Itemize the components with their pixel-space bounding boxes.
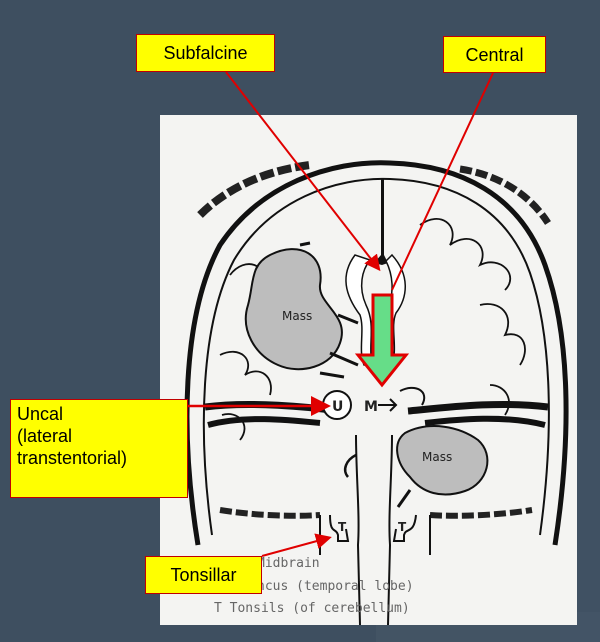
legend-midbrain: Midbrain [257,556,320,571]
legend-tonsils: T Tonsils (of cerebellum) [214,601,410,616]
falx [374,179,388,265]
lower-mass-label: Mass [422,450,452,464]
marker-t-right: T [398,520,407,534]
central-label: Central [443,36,546,73]
uncal-label: Uncal (lateral transtentorial) [10,399,188,498]
herniation-figure: Mass U M Mass T T [160,115,577,625]
tentorium-right [407,400,549,415]
brain-coronal-drawing: Mass U M Mass T T [184,160,569,625]
skull-outline [184,160,569,546]
tonsillar-label: Tonsillar [145,556,262,594]
uncal-label-line1: Uncal [17,404,64,424]
subfalcine-label: Subfalcine [136,34,275,72]
central-arrow [354,293,410,388]
tonsil-right [392,514,417,542]
skull-inner [202,177,550,536]
marker-u: U [332,399,343,415]
legend-uncus: ncus (temporal lobe) [257,579,414,594]
uncal-label-line2: (lateral [17,426,73,446]
tonsil-left [329,514,350,542]
marker-m: M [364,399,378,415]
upper-mass-label: Mass [282,309,312,323]
lower-mass [396,425,489,496]
uncal-label-line3: transtentorial) [17,448,128,468]
brainstem [355,434,393,625]
upper-mass [244,248,343,371]
marker-t-left: T [338,520,347,534]
